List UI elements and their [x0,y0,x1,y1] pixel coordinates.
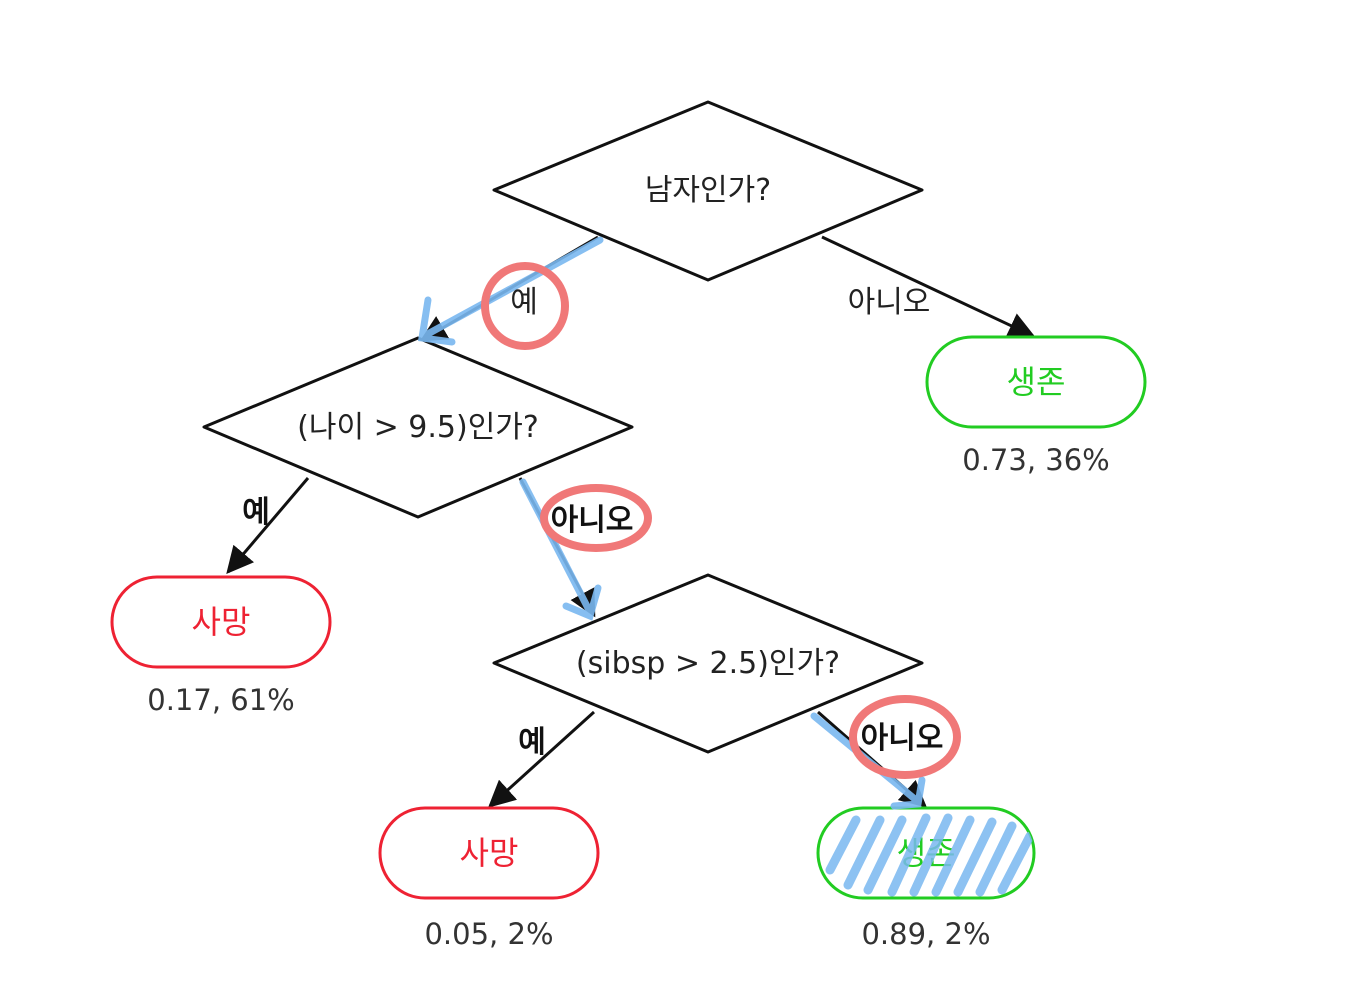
highlight-path [417,236,926,810]
edge-label-sibsp-no: 아니오 [861,721,944,756]
leaf-survive-top [925,335,1147,429]
decision-node-root [492,100,924,282]
annotation-circle-sibsp-no [849,695,961,779]
edge-label-age-yes: 예 [242,495,270,530]
leaf-die-left [110,575,332,669]
decision-question-age: (나이 > 9.5)인가? [297,410,539,445]
leaf-stat-survive-bottom: 0.89, 2% [861,917,990,951]
decision-node-age [202,336,634,519]
edge-label-root-no: 아니오 [848,285,931,320]
annotation-circles [481,262,961,779]
leaf-stat-die-bottom: 0.05, 2% [424,917,553,951]
leaf-label-die-left: 사망 [192,603,251,641]
leaf-stat-die-left: 0.17, 61% [147,683,294,717]
annotation-circle-root-yes [481,262,569,350]
edge-root-no [821,235,1036,338]
leaf-die-bottom [378,806,600,900]
leaf-stat-survive-top: 0.73, 36% [962,443,1109,477]
decision-question-sibsp: (sibsp > 2.5)인가? [576,646,840,681]
leaf-label-survive-top: 생존 [1007,363,1066,401]
edge-label-sibsp-yes: 예 [518,725,546,760]
leaf-label-die-bottom: 사망 [460,834,519,872]
decision-node-sibsp [492,573,924,754]
annotation-circle-age-no [540,484,652,552]
decision-question-root: 남자인가? [645,173,771,208]
edge-label-age-no: 아니오 [551,503,634,538]
edge-age-yes [226,477,310,575]
edge-sibsp-yes [487,710,596,808]
edge-label-root-yes: 예 [510,285,538,320]
highlight-hatch [825,813,1034,897]
